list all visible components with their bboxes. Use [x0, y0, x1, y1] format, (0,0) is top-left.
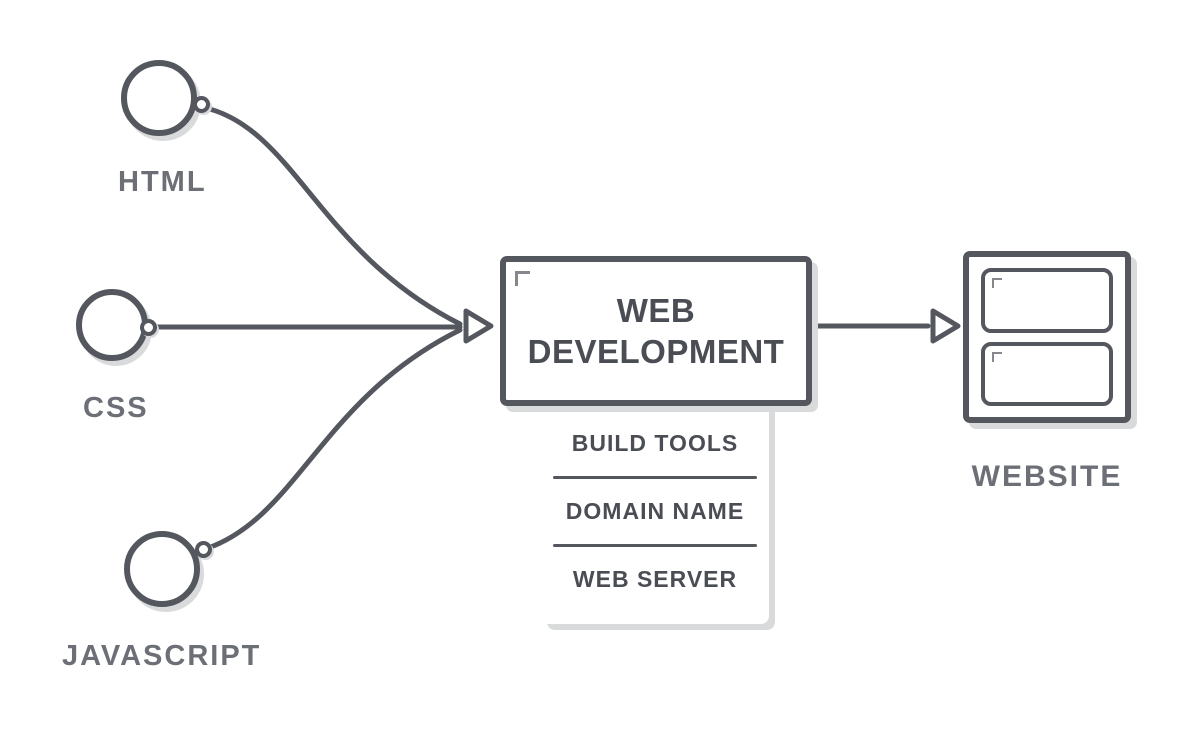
javascript-connector-curve — [205, 327, 463, 551]
process-item-domain-name: DOMAIN NAME — [565, 498, 745, 524]
css-label: CSS — [83, 392, 149, 424]
website-box — [963, 251, 1131, 423]
corner-bracket-icon — [992, 351, 1002, 362]
javascript-connector-dot-icon — [195, 541, 212, 558]
html-connector-dot-icon — [193, 96, 210, 113]
html-connector-curve — [203, 105, 463, 327]
website-screen-bottom — [981, 341, 1113, 406]
css-connector-dot-icon — [140, 319, 157, 336]
panel-divider — [553, 476, 757, 479]
web-development-box: WEB DEVELOPMENT — [500, 256, 812, 406]
arrowhead-into-website-icon — [930, 308, 961, 344]
panel-divider — [553, 544, 757, 547]
javascript-label: JAVASCRIPT — [62, 640, 262, 672]
css-node-circle — [76, 289, 148, 361]
javascript-node-circle — [124, 531, 200, 607]
website-label: WEBSITE — [971, 460, 1123, 493]
html-label: HTML — [118, 166, 207, 198]
corner-bracket-icon — [992, 278, 1002, 288]
website-screen-top — [981, 268, 1113, 333]
process-items-panel: BUILD TOOLS DOMAIN NAME WEB SERVER — [541, 400, 769, 624]
process-item-web-server: WEB SERVER — [572, 566, 738, 592]
html-node-circle — [121, 60, 197, 136]
corner-bracket-icon — [515, 271, 530, 286]
arrowhead-into-process-icon — [463, 308, 494, 344]
process-title: WEB DEVELOPMENT — [527, 291, 785, 370]
process-item-build-tools: BUILD TOOLS — [571, 430, 739, 456]
